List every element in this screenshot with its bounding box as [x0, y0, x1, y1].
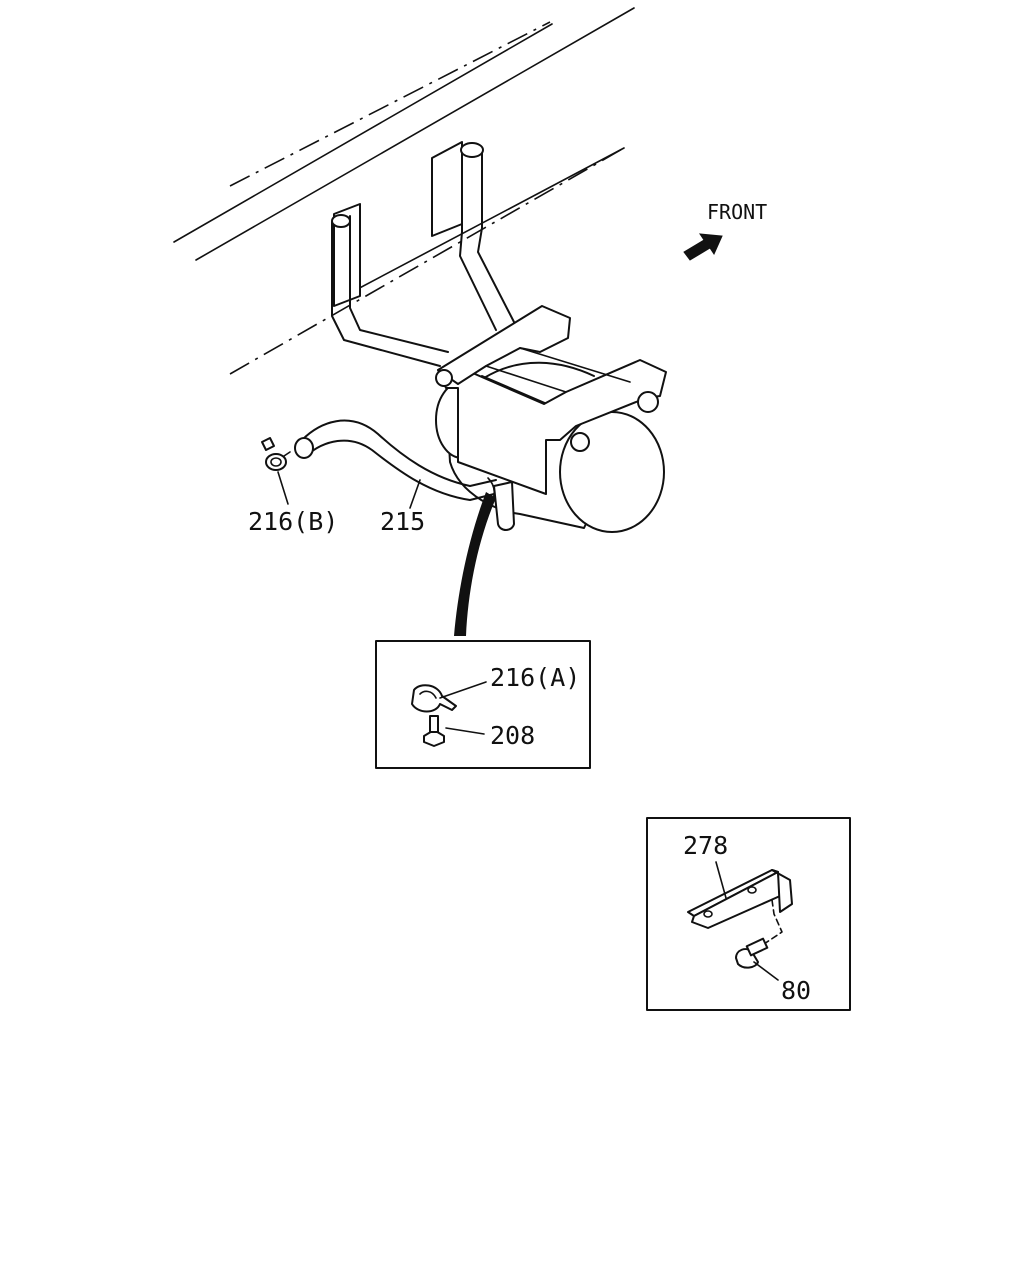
clamp-216b: 216(B)	[248, 437, 338, 536]
detail-pointer	[454, 492, 496, 636]
label-208: 208	[490, 721, 535, 750]
detail-box-a: 216(A) 208	[375, 640, 591, 769]
frame-rails	[173, 7, 635, 375]
canister-assembly	[435, 305, 667, 533]
front-arrow-icon	[683, 233, 723, 261]
hose-215	[294, 419, 497, 503]
rear-pipe	[431, 141, 515, 331]
hose-label: 215	[380, 479, 425, 536]
label-278: 278	[683, 831, 728, 860]
label-80: 80	[781, 976, 811, 1005]
detail-box-b: 278 80	[646, 817, 851, 1011]
front-pipe	[331, 203, 449, 367]
label-216b: 216(B)	[248, 507, 338, 536]
label-215: 215	[380, 507, 425, 536]
front-label: FRONT	[707, 200, 767, 224]
label-216a: 216(A)	[490, 663, 580, 692]
front-indicator: FRONT	[683, 200, 767, 261]
